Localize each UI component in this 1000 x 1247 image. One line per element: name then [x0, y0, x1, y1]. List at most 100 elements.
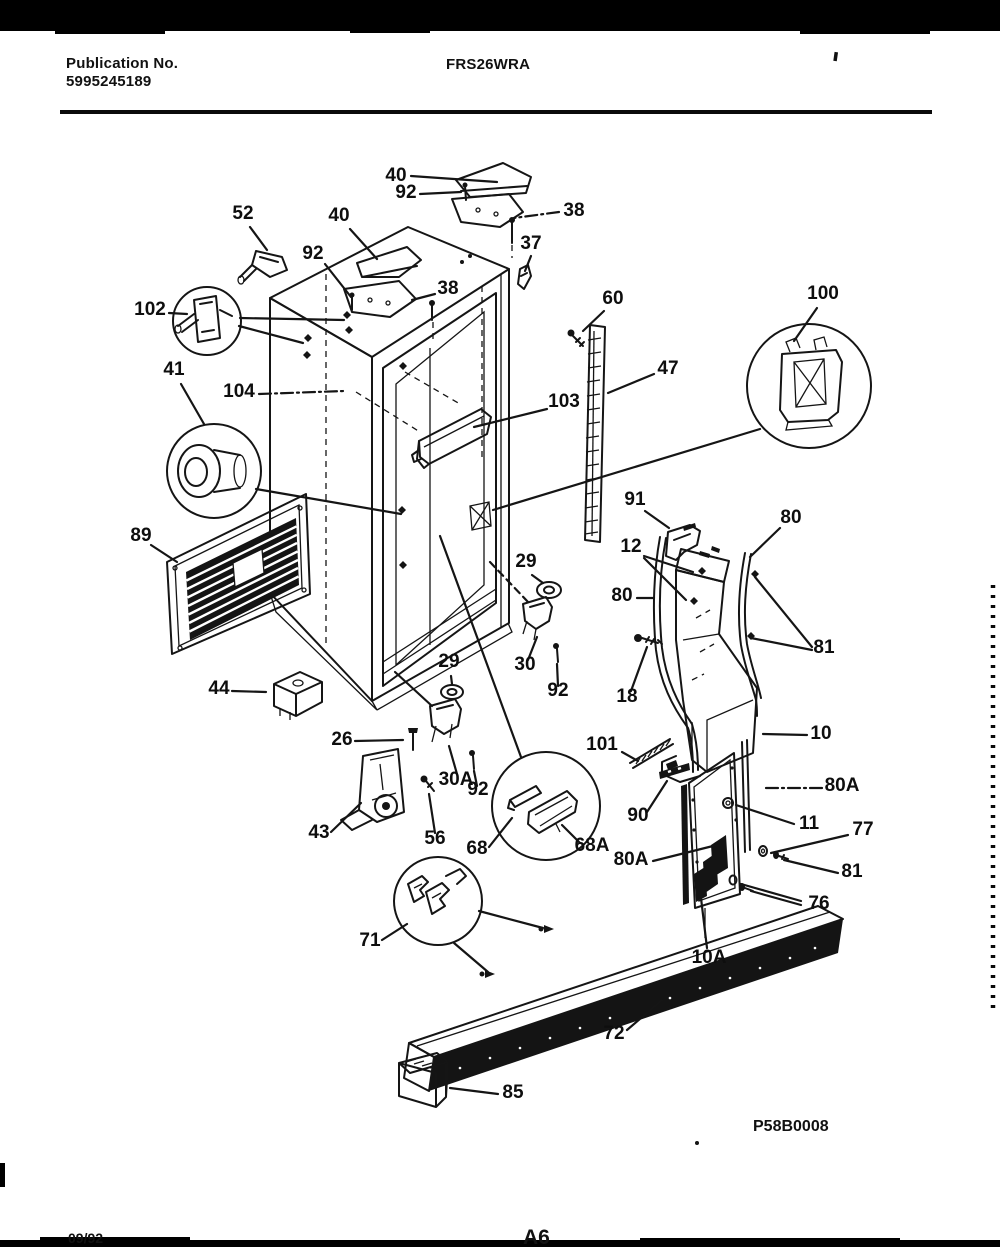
part-callout-11: 11 [799, 813, 820, 834]
part-callout-80: 80 [611, 585, 632, 606]
toe-grille-panel-89 [166, 493, 311, 655]
plate-code: P58B0008 [753, 1118, 829, 1135]
pointer-line-5 [452, 941, 490, 974]
part-callout-68: 68 [466, 838, 487, 859]
washer-29-lower [440, 684, 464, 700]
leader-line-37 [523, 254, 533, 273]
scan-top-bar-rough-3 [800, 31, 930, 34]
pointer-line-6 [438, 534, 523, 759]
part-callout-41: 41 [163, 359, 185, 380]
rail-clips-detail-68 [507, 785, 578, 834]
publication-number: 5995245189 [66, 73, 152, 90]
leader-line-100 [792, 306, 819, 343]
leader-line-76 [739, 882, 803, 903]
detail-circle-41 [166, 423, 262, 519]
pointer-line-8 [488, 560, 530, 604]
part-callout-56: 56 [424, 828, 445, 849]
footer-page-code: A6 [523, 1226, 550, 1247]
part-callout-43: 43 [308, 822, 329, 843]
scan-top-bar [0, 0, 1000, 31]
part-callout-10: 10 [810, 723, 831, 744]
part-callout-37: 37 [520, 233, 541, 254]
leader-line-104 [257, 389, 346, 396]
end-cap-85 [398, 1052, 449, 1108]
scan-top-bar-rough-1 [55, 31, 165, 34]
scan-top-bar-rough-2 [350, 31, 430, 33]
pointer-line-4 [477, 909, 545, 930]
top-hinge-parts [237, 162, 532, 340]
part-callout-60: 60 [602, 288, 623, 309]
leader-line-80 [748, 526, 782, 559]
air-duct-assembly-10 [629, 523, 762, 783]
part-callout-29: 29 [515, 551, 536, 572]
leader-line-29 [449, 674, 454, 686]
leader-line-72 [625, 998, 664, 1032]
leader-line-11 [734, 803, 796, 826]
scan-bottom-bar-rough-1 [40, 1237, 190, 1240]
leader-line-80A [651, 843, 719, 863]
detail-circle-68 [491, 751, 601, 861]
part-callout-12: 12 [620, 536, 641, 557]
part-callout-52: 52 [232, 203, 253, 224]
kick-plate-grille-72 [0, 905, 844, 1092]
screw-92-lower [469, 750, 475, 770]
part-callout-68A: 68A [575, 835, 610, 856]
part-callout-76: 76 [808, 893, 829, 914]
screw-92-mid [553, 643, 559, 663]
footer-date: 09/92 [68, 1230, 104, 1246]
part-callout-72: 72 [603, 1023, 624, 1044]
leader-line-81 [749, 636, 814, 652]
leader-line-77 [769, 833, 850, 855]
leader-line-41 [179, 382, 206, 426]
pointer-line-0 [238, 316, 346, 322]
pointer-line-2 [254, 487, 403, 516]
leader-line-12 [642, 554, 695, 574]
part-callout-26: 26 [331, 729, 352, 750]
part-callout-29: 29 [438, 651, 459, 672]
hinge-pin-detail-102 [174, 295, 233, 343]
leader-line-91 [643, 509, 671, 530]
header-rule [60, 110, 932, 114]
part-callout-90: 90 [627, 805, 648, 826]
part-callout-44: 44 [208, 678, 230, 699]
leader-line-40 [409, 174, 499, 184]
part-callout-81: 81 [813, 637, 835, 658]
pointer-line-1 [237, 324, 305, 345]
leader-line-68 [487, 816, 514, 849]
leader-line-81 [753, 575, 814, 649]
scan-bottom-bar [0, 1240, 1000, 1247]
part-callout-38: 38 [563, 200, 584, 221]
leader-line-85 [448, 1086, 500, 1096]
scan-marks [695, 51, 996, 1145]
leader-line-18 [629, 645, 649, 693]
part-callout-80A: 80A [614, 849, 649, 870]
detail-circle-71 [393, 856, 483, 946]
screw-26 [408, 728, 418, 751]
part-callout-85: 85 [502, 1082, 524, 1103]
leader-line-101 [620, 750, 640, 763]
leader-line-10 [761, 732, 809, 737]
leader-line-81 [782, 858, 840, 875]
leader-line-92 [555, 662, 560, 688]
pointer-line-7 [393, 670, 434, 708]
leader-line-71 [380, 922, 409, 942]
part-callout-103: 103 [548, 391, 580, 412]
part-callout-40: 40 [385, 165, 406, 186]
leader-line-89 [149, 543, 179, 564]
leader-line-43 [329, 801, 363, 834]
part-callout-10A: 10A [692, 947, 727, 968]
pointer-line-3 [491, 427, 762, 512]
part-callout-30A: 30A [439, 769, 474, 790]
part-callout-92: 92 [467, 779, 488, 800]
detail-circle-100 [746, 323, 872, 449]
clip-detail-71 [407, 868, 467, 915]
leader-line-10A [699, 896, 709, 950]
part-callout-101: 101 [586, 734, 618, 755]
part-callout-18: 18 [616, 686, 637, 707]
leader-line-92 [418, 190, 463, 196]
scan-left-tick [0, 1163, 5, 1187]
washer-29-upper [536, 581, 562, 599]
part-callout-104: 104 [223, 381, 255, 402]
